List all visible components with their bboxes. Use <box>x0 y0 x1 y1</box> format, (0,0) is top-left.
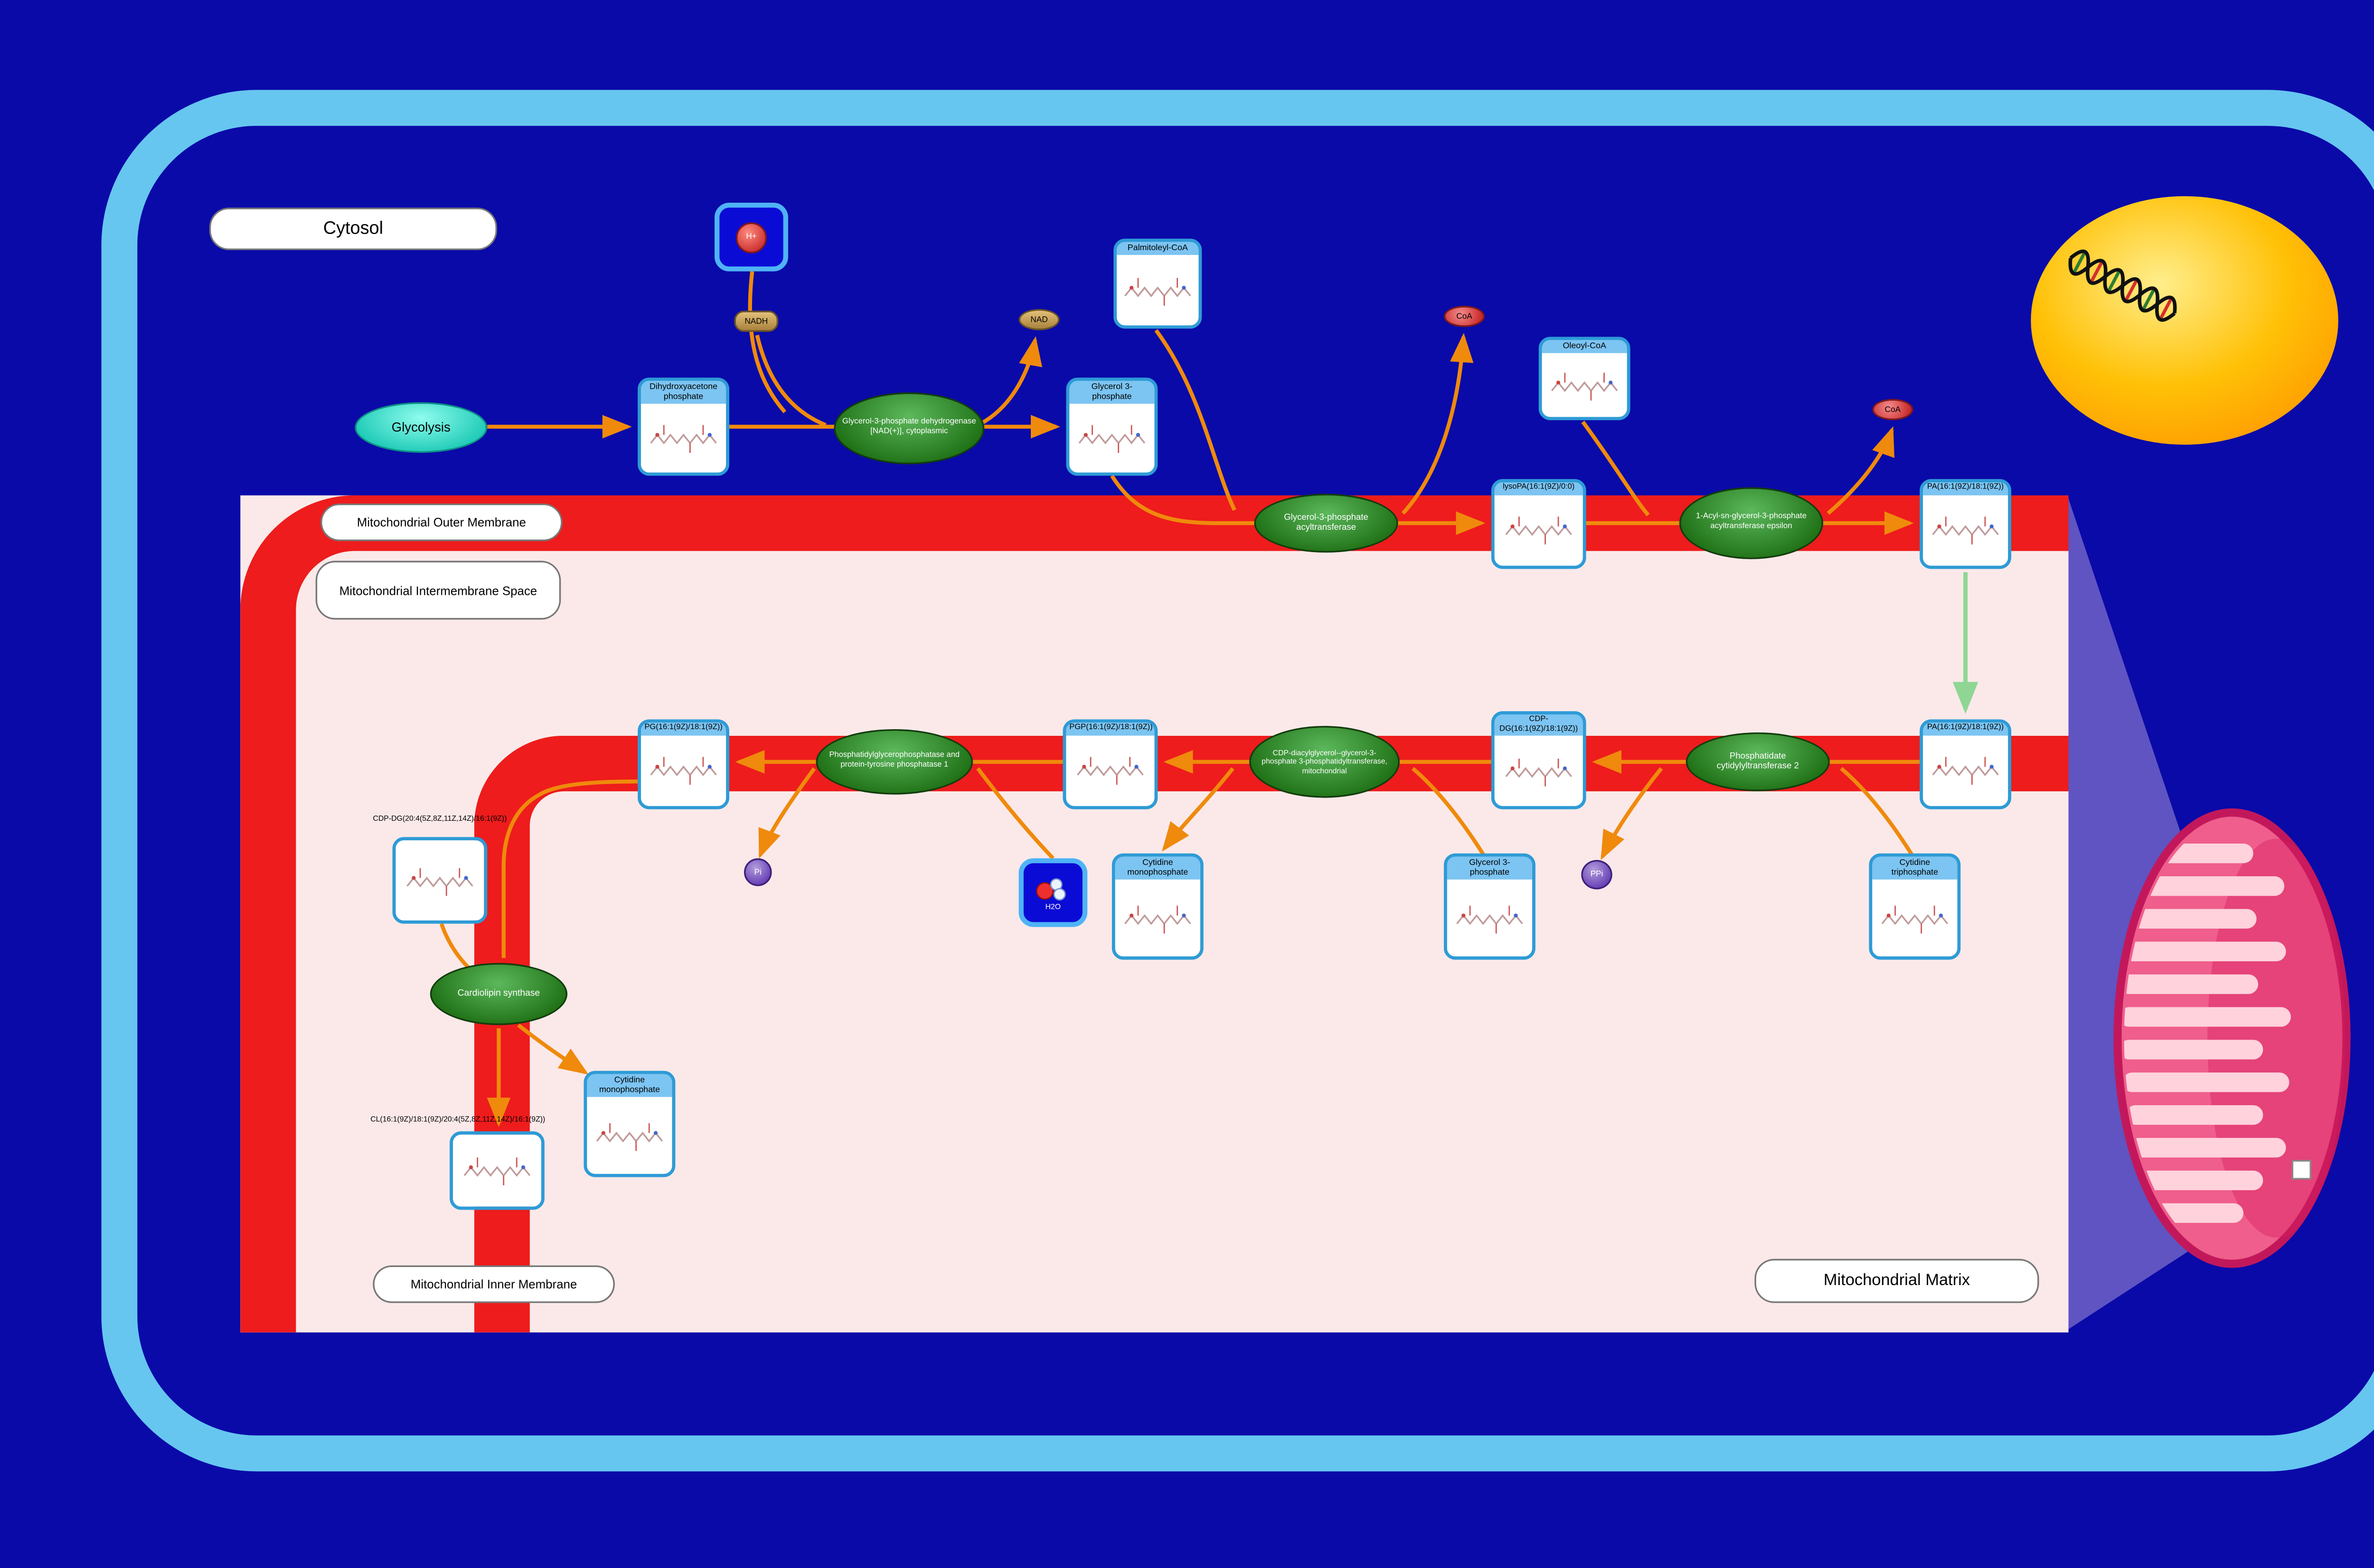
metabolite-name: Cytidine monophosphate <box>587 1074 672 1098</box>
proton-node[interactable]: H+ <box>714 203 788 272</box>
chemical-structure-icon <box>650 425 717 453</box>
enzyme-pgs1[interactable]: CDP-diacylglycerol--glycerol-3-phosphate… <box>1249 726 1400 798</box>
coa-node[interactable]: CoA <box>1872 399 1913 421</box>
metabolite-oleoyl-coa[interactable]: Oleoyl-CoA <box>1538 337 1630 421</box>
nadh-node[interactable]: NADH <box>734 310 779 332</box>
enzyme-crls1[interactable]: Cardiolipin synthase <box>430 963 568 1025</box>
cytosol-label: Cytosol <box>209 207 497 250</box>
metabolite-name: CDP-DG(16:1(9Z)/18:1(9Z)) <box>1494 714 1583 736</box>
metabolite-name: Glycerol 3-phosphate <box>1447 856 1532 880</box>
pathway-node-glycolysis[interactable]: Glycolysis <box>355 402 488 453</box>
metabolite-palmitoleyl-coa[interactable]: Palmitoleyl-CoA <box>1113 238 1202 329</box>
inner-membrane-label: Mitochondrial Inner Membrane <box>373 1265 615 1303</box>
outer-membrane-label: Mitochondrial Outer Membrane <box>320 503 563 541</box>
chemical-structure-icon <box>406 867 473 895</box>
metabolite-cmp-matrix[interactable]: Cytidine monophosphate <box>1112 853 1204 960</box>
metabolite-name: lysoPA(16:1(9Z)/0:0) <box>1494 482 1583 495</box>
metabolite-g3p-matrix[interactable]: Glycerol 3-phosphate <box>1443 853 1536 960</box>
chemical-structure-icon <box>1881 905 1949 933</box>
chemical-structure-icon <box>650 757 717 786</box>
inner-membrane-band <box>474 735 2069 1333</box>
metabolite-name: Glycerol 3-phosphate <box>1069 381 1155 404</box>
metabolite-dhap[interactable]: Dihydroxyacetone phosphate <box>638 377 729 476</box>
metabolite-pa-outer[interactable]: PA(16:1(9Z)/18:1(9Z)) <box>1920 479 2011 569</box>
metabolite-pgp[interactable]: PGP(16:1(9Z)/18:1(9Z)) <box>1063 719 1158 809</box>
chemical-structure-icon <box>1124 277 1191 305</box>
metabolite-name: Cytidine monophosphate <box>1115 856 1200 880</box>
h2o-icon <box>1036 877 1066 900</box>
metabolite-name: Palmitoleyl-CoA <box>1117 242 1199 255</box>
metabolite-pg[interactable]: PG(16:1(9Z)/18:1(9Z)) <box>638 719 729 809</box>
chemical-structure-icon <box>463 1157 531 1185</box>
chemical-structure-icon <box>1551 372 1618 400</box>
metabolite-name: PGP(16:1(9Z)/18:1(9Z)) <box>1066 723 1155 735</box>
metabolite-name: Oleoyl-CoA <box>1542 340 1627 354</box>
metabolite-cdp-dg[interactable]: CDP-DG(16:1(9Z)/18:1(9Z)) <box>1491 711 1586 809</box>
chemical-structure-icon <box>1932 517 1999 545</box>
metabolite-cardiolipin[interactable] <box>450 1131 545 1210</box>
chemical-structure-icon <box>1124 905 1191 933</box>
metabolite-name: PA(16:1(9Z)/18:1(9Z)) <box>1923 723 2008 735</box>
metabolite-name: Cytidine triphosphate <box>1872 856 1958 880</box>
metabolite-name: CL(16:1(9Z)/18:1(9Z)/20:4(5Z,8Z,11Z,14Z)… <box>370 1115 546 1123</box>
enzyme-agpat[interactable]: 1-Acyl-sn-glycerol-3-phosphate acyltrans… <box>1679 487 1823 559</box>
metabolite-pa-inner[interactable]: PA(16:1(9Z)/18:1(9Z)) <box>1920 719 2011 809</box>
pi-node[interactable]: Pi <box>744 858 772 886</box>
enzyme-gpam[interactable]: Glycerol-3-phosphate acyltransferase <box>1254 494 1398 553</box>
intermembrane-space-label: Mitochondrial Intermembrane Space <box>315 561 561 620</box>
chemical-structure-icon <box>1078 425 1146 453</box>
chemical-structure-icon <box>1932 757 1999 786</box>
chemical-structure-icon <box>596 1122 663 1151</box>
metabolite-ctp[interactable]: Cytidine triphosphate <box>1869 853 1961 960</box>
dna-helix-icon <box>2068 249 2177 322</box>
metabolite-cmp-inner[interactable]: Cytidine monophosphate <box>584 1070 676 1177</box>
chemical-structure-icon <box>1505 758 1572 786</box>
chemical-structure-icon <box>1456 905 1523 933</box>
enzyme-ptpmt1[interactable]: Phosphatidylglycerophosphatase and prote… <box>816 729 973 795</box>
chemical-structure-icon <box>1077 757 1144 786</box>
ppi-node[interactable]: PPi <box>1581 860 1612 890</box>
h2o-label: H2O <box>1045 901 1061 910</box>
mitochondrion-illustration <box>2113 808 2351 1268</box>
metabolite-name: PA(16:1(9Z)/18:1(9Z)) <box>1923 482 2008 495</box>
chemical-structure-icon <box>1505 517 1572 545</box>
metabolite-name: Dihydroxyacetone phosphate <box>641 381 726 404</box>
matrix-label: Mitochondrial Matrix <box>1754 1258 2039 1303</box>
enzyme-gpd1[interactable]: Glycerol-3-phosphate dehydrogenase [NAD(… <box>834 392 985 465</box>
metabolite-lysopa[interactable]: lysoPA(16:1(9Z)/0:0) <box>1491 479 1586 569</box>
enzyme-cds2[interactable]: Phosphatidate cytidylyltransferase 2 <box>1686 732 1830 791</box>
h-plus-icon: H+ <box>735 221 767 253</box>
zoom-marker <box>2291 1160 2311 1180</box>
metabolite-g3p-cytosol[interactable]: Glycerol 3-phosphate <box>1066 377 1158 476</box>
nucleus-illustration <box>2031 196 2338 445</box>
nad-node[interactable]: NAD <box>1018 309 1060 330</box>
metabolite-name: PG(16:1(9Z)/18:1(9Z)) <box>641 723 726 735</box>
coa-node[interactable]: CoA <box>1443 306 1485 327</box>
metabolite-name: CDP-DG(20:4(5Z,8Z,11Z,14Z)/16:1(9Z)) <box>373 814 507 823</box>
metabolite-cdp-dg-20-4[interactable] <box>392 837 488 924</box>
water-node[interactable]: H2O <box>1018 858 1088 927</box>
